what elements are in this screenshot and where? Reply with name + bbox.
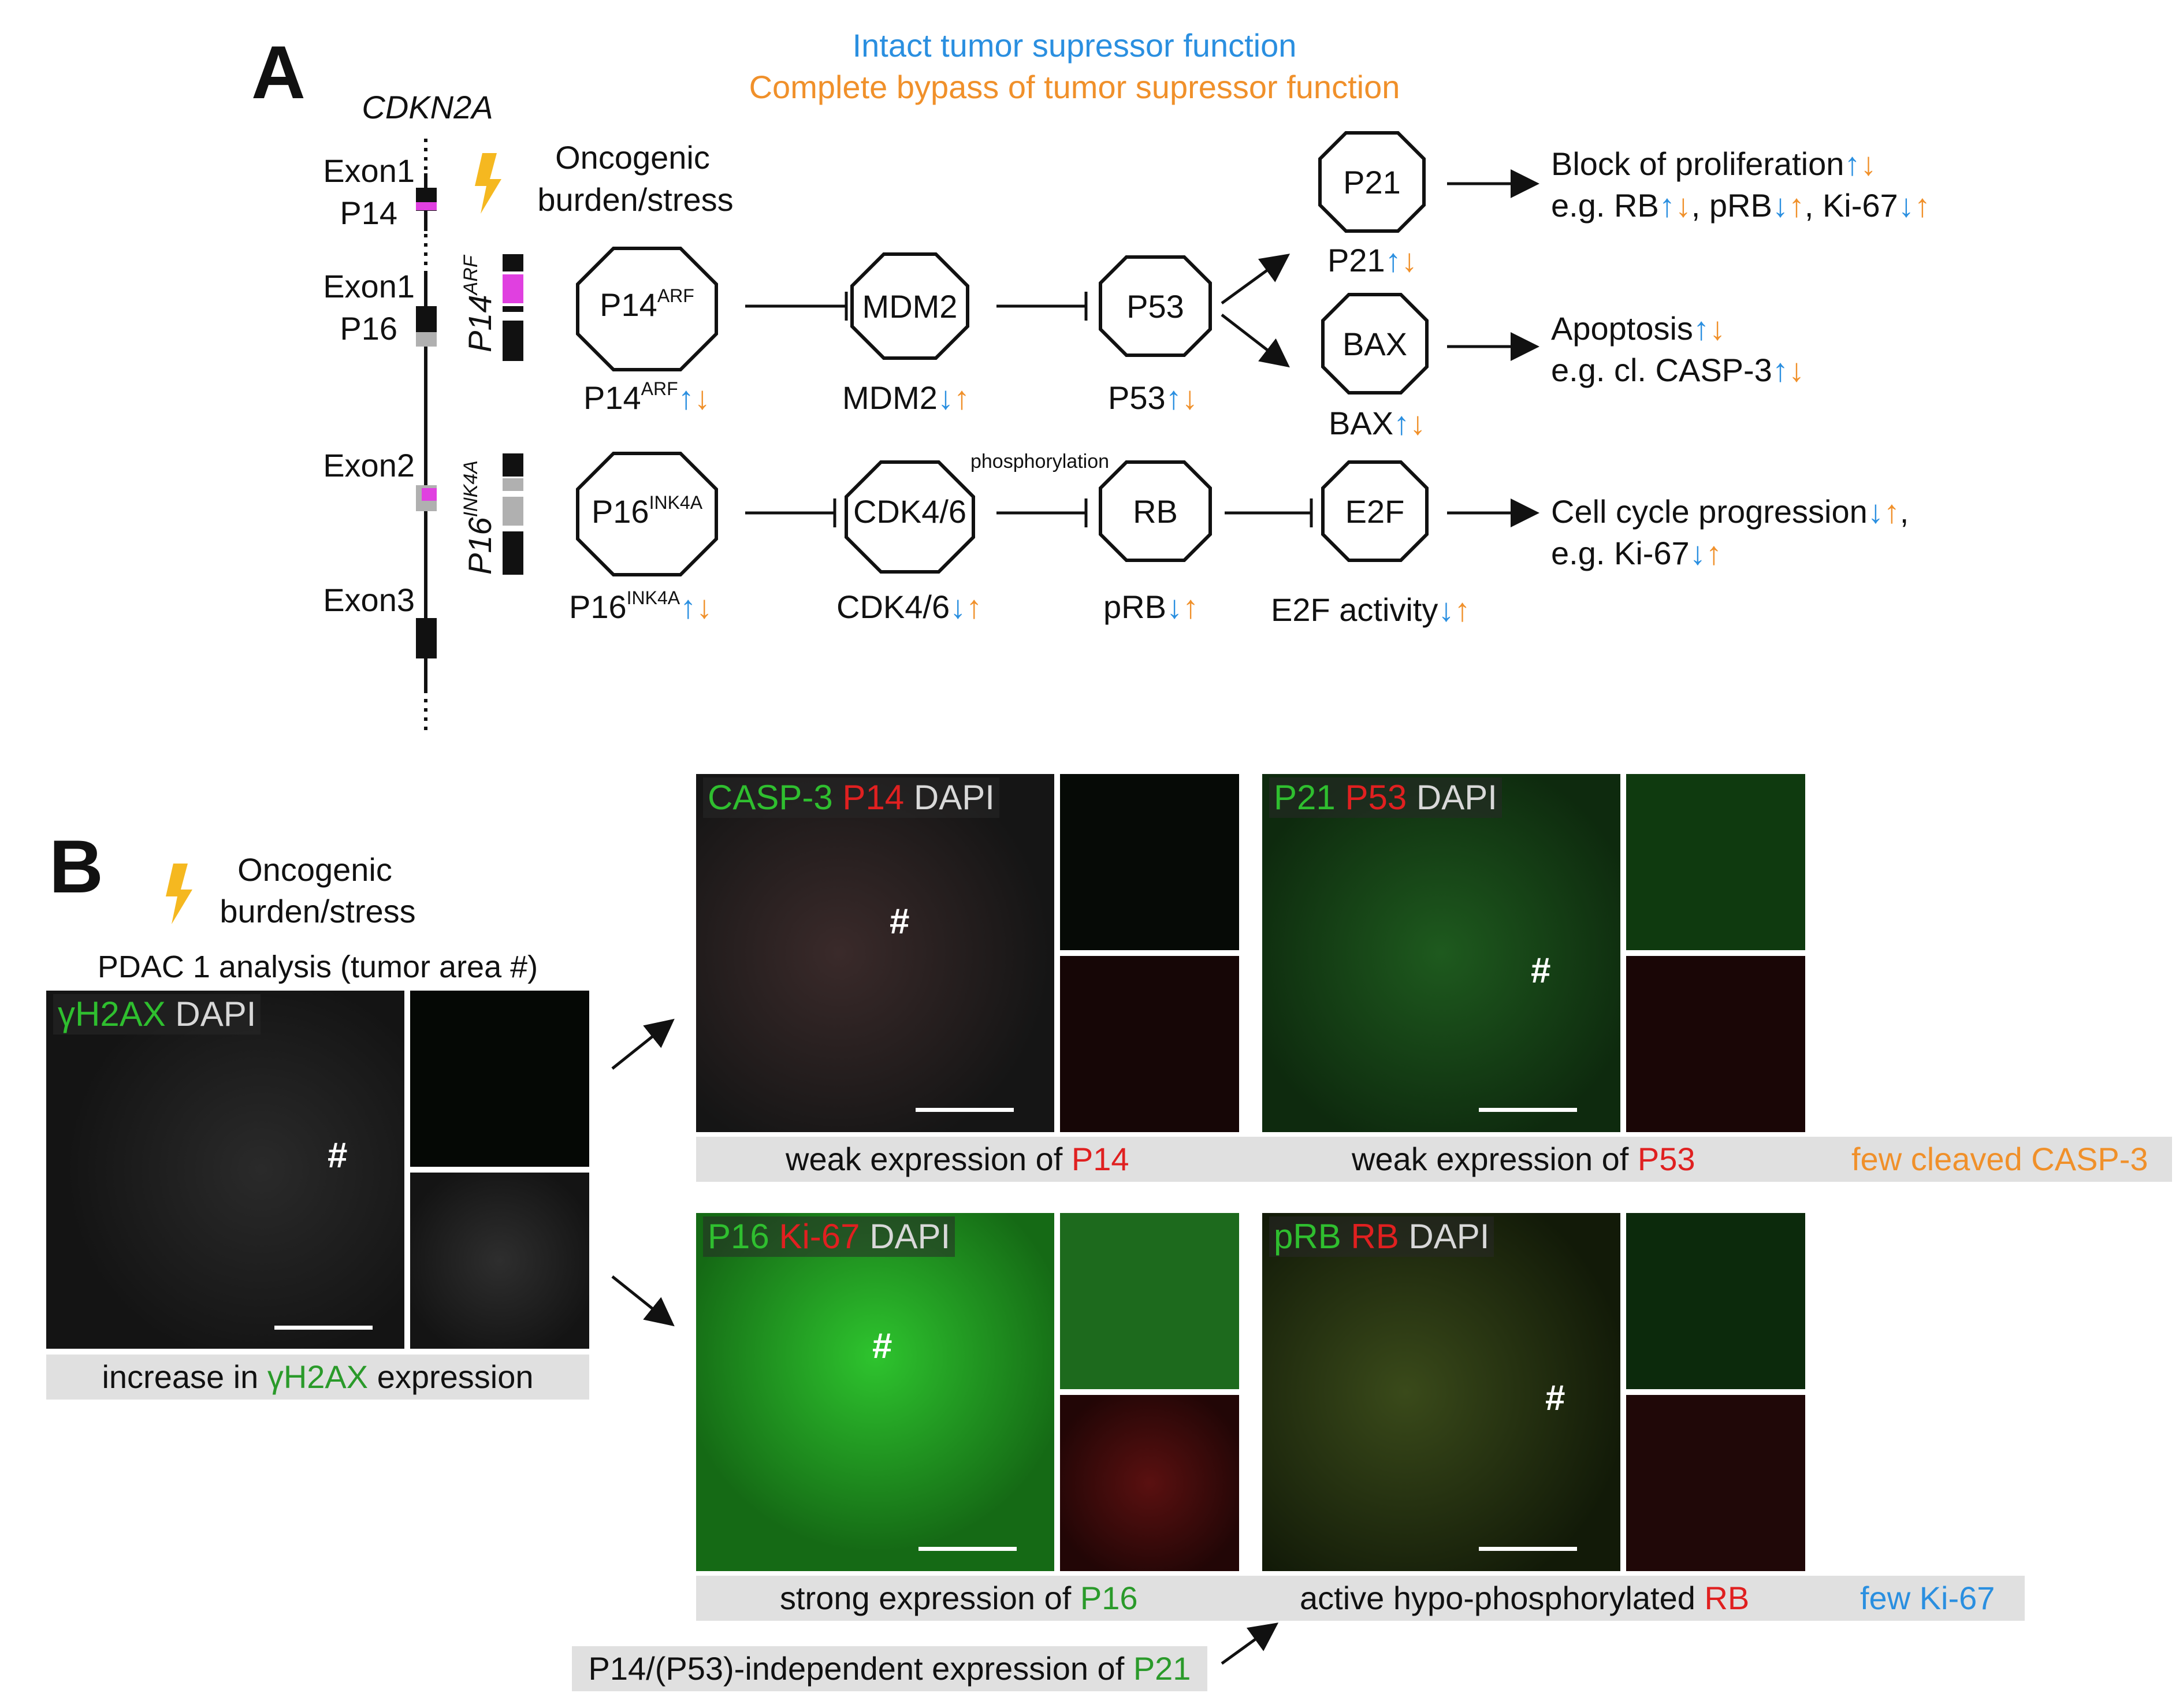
- micrograph-casp3-p14-merge: CASP-3 P14 DAPI #: [696, 774, 1054, 1132]
- activation-arrows: [1221, 169, 1539, 527]
- stress-a-line1: Oncogenic: [555, 139, 710, 176]
- node-p14arf: P14ARF: [600, 285, 694, 323]
- micrograph-dapi: [410, 1173, 589, 1349]
- stain-label-prb: pRB RB DAPI: [1269, 1216, 1494, 1257]
- outcome-block-title: Block of proliferation↑↓: [1551, 146, 1876, 182]
- micrograph-rb-red: [1626, 1395, 1805, 1571]
- micrograph-prb-rb-merge: pRB RB DAPI #: [1262, 1213, 1620, 1571]
- stress-b-line1: Oncogenic: [237, 851, 392, 888]
- transcript-p16ink4a-label: P16INK4A: [460, 460, 498, 575]
- node-mdm2: MDM2: [862, 288, 958, 325]
- caption-casp3: few cleaved CASP-3: [1851, 1141, 2148, 1177]
- lightning-icon: [475, 153, 501, 214]
- tumor-area-marker: #: [328, 1136, 348, 1175]
- pathway-nodes: [576, 131, 1429, 576]
- label-p21: P21↑↓: [1327, 242, 1418, 278]
- micrograph-prb-green: [1626, 1213, 1805, 1389]
- legend-intact: Intact tumor supressor function: [853, 27, 1297, 64]
- micrograph-casp3-green: [1060, 774, 1239, 950]
- caption-rb: active hypo-phosphorylated RB: [1300, 1580, 1750, 1616]
- gene-name: CDKN2A: [362, 89, 493, 125]
- label-e2f-activity: E2F activity↓↑: [1271, 591, 1470, 628]
- label-cdk46: CDK4/6↓↑: [836, 589, 982, 625]
- node-p16ink4a: P16INK4A: [592, 492, 703, 530]
- caption-p21: P14/(P53)-independent expression of P21: [572, 1646, 1207, 1691]
- transcript-p14arf: [503, 254, 523, 361]
- label-mdm2: MDM2↓↑: [842, 379, 970, 416]
- node-bax: BAX: [1342, 326, 1407, 362]
- outcome-apoptosis-title: Apoptosis↑↓: [1551, 310, 1725, 347]
- exon2-label: Exon2: [323, 447, 415, 483]
- caption-row-1: [696, 1137, 2172, 1182]
- scale-bar: [1479, 1108, 1577, 1112]
- scale-bar: [918, 1547, 1017, 1551]
- tumor-area-marker: #: [890, 902, 910, 942]
- outcome-cellcycle-title: Cell cycle progression↓↑,: [1551, 493, 1909, 530]
- micrograph-gh2ax-green: [410, 991, 589, 1167]
- node-e2f: E2F: [1345, 493, 1405, 530]
- stain-label-p16: P16 Ki-67 DAPI: [703, 1216, 955, 1257]
- p14-label: P14: [340, 195, 397, 231]
- caption-p16: strong expression of P16: [780, 1580, 1138, 1616]
- caption-p53: weak expression of P53: [1352, 1141, 1695, 1177]
- micrograph-gh2ax-merge: γH2AX DAPI #: [46, 991, 404, 1349]
- stain-label-casp3: CASP-3 P14 DAPI: [703, 777, 999, 818]
- legend-bypass: Complete bypass of tumor supressor funct…: [749, 69, 1400, 105]
- scale-bar: [274, 1326, 373, 1330]
- label-p14arf: P14ARF↑↓: [583, 378, 711, 416]
- tumor-area-marker: #: [1545, 1378, 1565, 1418]
- micrograph-p21-green: [1626, 774, 1805, 950]
- inhibition-lines: [745, 292, 1313, 527]
- transcript-p14arf-label: P14ARF: [460, 254, 498, 352]
- scale-bar: [916, 1108, 1014, 1112]
- p16-label: P16: [340, 310, 397, 347]
- label-prb: pRB↓↑: [1103, 589, 1199, 625]
- transcript-p16ink4a: [503, 453, 523, 575]
- caption-row-2: [696, 1576, 2025, 1621]
- caption-ki67: few Ki-67: [1860, 1580, 1995, 1616]
- scale-bar: [1479, 1547, 1577, 1551]
- stain-label-p21: P21 P53 DAPI: [1269, 777, 1502, 818]
- gene-track: [416, 139, 437, 734]
- stain-label-gh2ax: γH2AX DAPI: [53, 994, 261, 1035]
- exon3-label: Exon3: [323, 582, 415, 618]
- lightning-icon: [166, 864, 192, 924]
- micrograph-p21-p53-merge: P21 P53 DAPI #: [1262, 774, 1620, 1132]
- node-rb: RB: [1133, 493, 1178, 530]
- stress-a-line2: burden/stress: [537, 181, 733, 218]
- panel-a-letter: A: [251, 30, 306, 114]
- micrograph-p14-red: [1060, 956, 1239, 1132]
- micrograph-p53-red: [1626, 956, 1805, 1132]
- exon1b-label: Exon1: [323, 268, 415, 304]
- outcome-cellcycle-detail: e.g. Ki-67↓↑: [1551, 535, 1722, 571]
- exon1a-label: Exon1: [323, 152, 415, 189]
- tumor-area-marker: #: [1531, 951, 1551, 991]
- micrograph-ki67-red: [1060, 1395, 1239, 1571]
- label-bax: BAX↑↓: [1329, 405, 1426, 441]
- analysis-title: PDAC 1 analysis (tumor area #): [98, 950, 538, 984]
- label-p16ink4a: P16INK4A↑↓: [569, 587, 712, 625]
- node-p53: P53: [1126, 288, 1184, 325]
- caption-gh2ax: increase in γH2AX expression: [46, 1355, 589, 1400]
- node-p21: P21: [1343, 164, 1401, 200]
- tumor-area-marker: #: [872, 1326, 892, 1366]
- outcome-apoptosis-detail: e.g. cl. CASP-3↑↓: [1551, 352, 1805, 388]
- node-cdk46: CDK4/6: [853, 493, 966, 530]
- stress-b-line2: burden/stress: [220, 893, 415, 929]
- panel-b-letter: B: [49, 824, 103, 909]
- caption-p14: weak expression of P14: [786, 1141, 1129, 1177]
- phosphorylation-label: phosphorylation: [970, 451, 1109, 472]
- micrograph-p16-green: [1060, 1213, 1239, 1389]
- outcome-block-detail: e.g. RB↑↓, pRB↓↑, Ki-67↓↑: [1551, 187, 1931, 224]
- micrograph-p16-ki67-merge: P16 Ki-67 DAPI #: [696, 1213, 1054, 1571]
- label-p53: P53↑↓: [1108, 379, 1198, 416]
